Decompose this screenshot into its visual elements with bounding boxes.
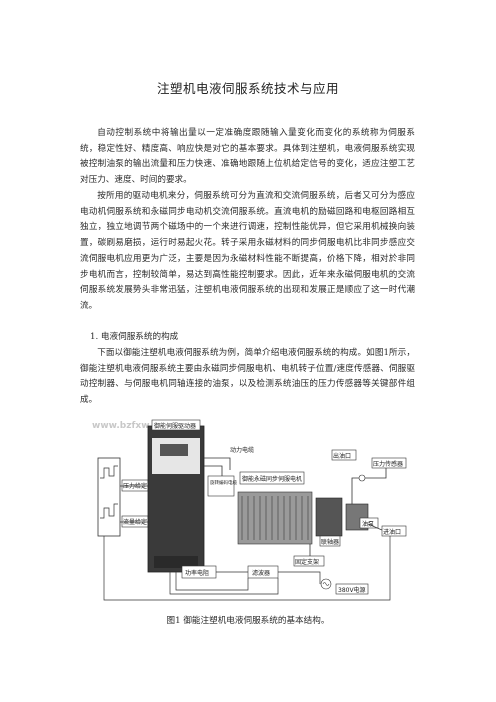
- power-cable-label: 动力电缆: [230, 446, 254, 454]
- paragraph-motor-types: 按所用的驱动电机来分，伺服系统可分为直流和交流伺服系统，后者又可分为感应电动机伺…: [80, 191, 415, 311]
- pressure-sensor-label: 压力传感器: [373, 460, 403, 468]
- document-title: 注塑机电液伺服系统技术与应用: [156, 81, 339, 96]
- oil-outlet-label: 出油口: [333, 452, 351, 460]
- motor-label: 御能永磁同步伺服电机: [242, 475, 302, 483]
- servo-system-diagram: www.bzfxw.com 压力给定 流量给定 御能伺服驱动器 动力电缆 旋转编…: [92, 419, 407, 601]
- coupling-part: [315, 497, 343, 537]
- paragraph-structure: 下面以御能注塑机电液伺服系统为例，简单介绍电液伺服系统的构成。如图1所示，御能注…: [80, 348, 415, 406]
- power-supply-label: 380V电源: [338, 586, 366, 594]
- fixed-bracket-label: 固定支架: [295, 558, 319, 566]
- watermark-text: www.bzfxw.com: [92, 421, 173, 431]
- flow-curve-icon: [100, 503, 118, 519]
- encoder-cable-label: 旋转编码电缆: [210, 479, 237, 486]
- figure-caption: 图1 御能注塑机电液伺服系统的基本结构。: [166, 616, 330, 626]
- signal-graph-box: [97, 457, 121, 537]
- sensor-icon: [358, 474, 366, 482]
- oil-inlet-label: 进油口: [383, 528, 401, 536]
- brake-resistor-label: 功率电阻: [185, 569, 209, 577]
- servo-motor: [237, 491, 313, 545]
- pressure-curve-icon: [100, 465, 118, 479]
- coupling-label: 联轴器: [321, 538, 339, 546]
- paragraph-intro: 自动控制系统中将输出量以一定准确度跟随输入量变化而变化的系统称为伺服系统，稳定性…: [80, 128, 415, 186]
- section-heading: 1. 电液伺服系统的构成: [90, 332, 179, 342]
- filter-label: 滤波器: [252, 569, 270, 577]
- driver-label: 御能伺服驱动器: [154, 422, 196, 430]
